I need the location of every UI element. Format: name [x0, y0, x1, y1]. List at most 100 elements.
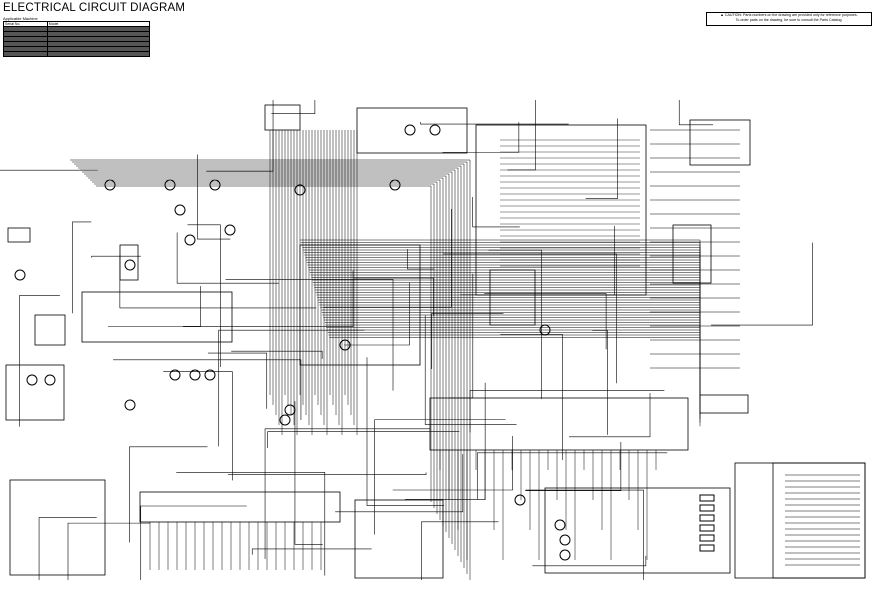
meter-box [119, 244, 139, 281]
wire [327, 332, 701, 419]
component-symbol [184, 234, 196, 246]
component-symbol [554, 519, 566, 531]
component-symbol [164, 179, 176, 191]
fuse-symbol [699, 494, 715, 502]
wire [80, 169, 456, 550]
wire [129, 446, 208, 543]
component-symbol [389, 179, 401, 191]
wire [319, 304, 701, 378]
wire [366, 357, 445, 506]
component-symbol [339, 339, 351, 351]
wire [323, 317, 701, 397]
wire [225, 279, 394, 391]
wire [392, 435, 513, 491]
wire [82, 171, 453, 544]
wire [431, 313, 504, 370]
wire [324, 319, 701, 400]
wire [321, 309, 701, 385]
wire [88, 177, 444, 526]
table-cell [46, 51, 151, 57]
left-relay-box [7, 227, 31, 243]
table-row [3, 51, 151, 57]
applicable-machine-label: Applicable Machine [3, 16, 38, 21]
component-symbol [559, 549, 571, 561]
wire [469, 390, 665, 433]
wire [72, 221, 92, 314]
wire [321, 312, 701, 389]
wire [313, 284, 701, 348]
fuse-symbol [699, 514, 715, 522]
wire [407, 249, 434, 270]
lower-module-box [354, 499, 444, 579]
fuse-symbol [699, 534, 715, 542]
right-lower-inner [772, 462, 866, 579]
wire [301, 244, 701, 288]
wire [227, 472, 427, 475]
top-connector-box [264, 104, 301, 131]
main-controller-block [475, 124, 647, 296]
wire [476, 452, 668, 500]
wire [308, 267, 701, 322]
wire [67, 522, 151, 580]
wire [532, 555, 647, 567]
wire [711, 242, 813, 326]
wire [92, 181, 438, 514]
wire [294, 401, 323, 545]
wire [500, 334, 563, 461]
wire [38, 517, 97, 580]
wire [251, 548, 372, 555]
wire [140, 505, 247, 580]
warning-icon: ▲ [720, 13, 724, 17]
wire [507, 100, 536, 171]
wire [218, 329, 365, 447]
wire [76, 165, 462, 562]
wire [314, 287, 701, 352]
connector-block-main [429, 397, 689, 451]
wire [320, 307, 701, 382]
caution-line-1: CAUTION: Parts numbers on the drawing ar… [724, 13, 858, 17]
wire [335, 454, 464, 513]
component-symbol [294, 184, 306, 196]
wire [91, 255, 141, 258]
wire [309, 272, 701, 329]
wire [206, 100, 274, 172]
wire [176, 471, 326, 576]
wire [525, 441, 622, 491]
wire [585, 118, 618, 199]
component-symbol [169, 369, 181, 381]
wire [19, 295, 60, 427]
wire [163, 371, 233, 481]
component-symbol [124, 259, 136, 271]
wire [443, 253, 617, 384]
wire [267, 431, 460, 448]
fuse-symbol [699, 504, 715, 512]
component-symbol [404, 124, 416, 136]
component-symbol [124, 399, 136, 411]
connector-block-lower [139, 491, 341, 523]
wire [327, 329, 701, 415]
wire [86, 175, 447, 532]
wire [74, 163, 465, 568]
wire [207, 352, 268, 409]
fuse-symbol [699, 544, 715, 552]
wire [187, 224, 221, 367]
wire [318, 302, 701, 374]
component-symbol [44, 374, 56, 386]
wire [592, 330, 608, 435]
component-symbol [514, 494, 526, 506]
wire [344, 282, 410, 346]
wire [525, 489, 644, 580]
wire [484, 293, 607, 350]
component-symbol [284, 404, 296, 416]
wire [374, 419, 506, 535]
wire [354, 277, 434, 317]
wire [94, 183, 435, 508]
component-symbol [104, 179, 116, 191]
wire [113, 359, 302, 421]
component-symbol [279, 414, 291, 426]
left-module-box [5, 364, 65, 421]
wire [303, 252, 701, 299]
wire [329, 337, 701, 427]
wire [90, 179, 441, 520]
